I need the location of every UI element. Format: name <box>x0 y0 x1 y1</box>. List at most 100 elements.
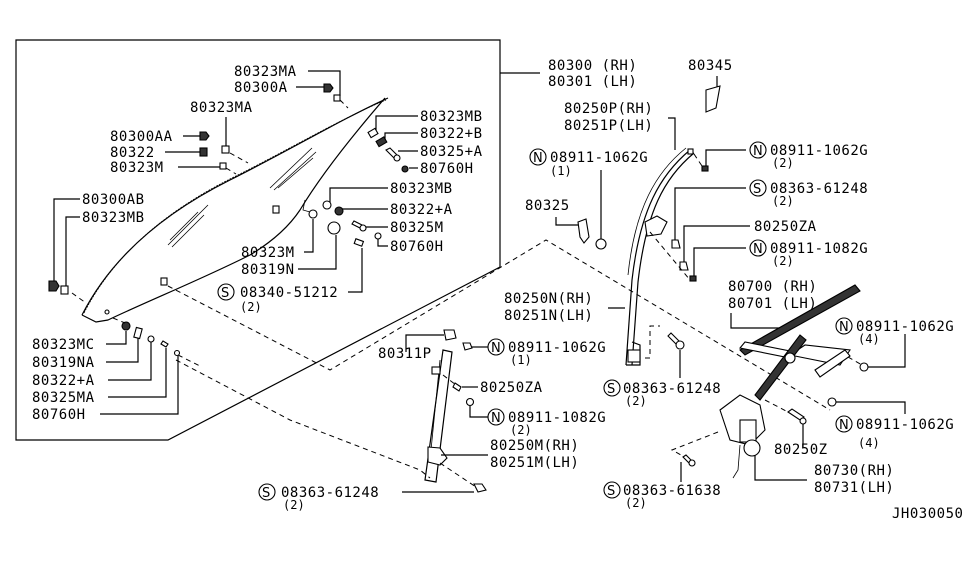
svg-text:(2): (2) <box>510 423 532 437</box>
leader <box>377 238 388 247</box>
rear-sash-channel <box>625 147 695 366</box>
leader <box>304 219 314 253</box>
svg-text:N: N <box>753 144 763 159</box>
svg-text:80250ZA: 80250ZA <box>480 380 543 396</box>
leader <box>106 331 127 345</box>
bolt-s08363-61248-bottom: S 08363-61248 (2) <box>258 462 487 512</box>
nut-n08911-1062G-1: N 08911-1062G (1) <box>529 148 648 250</box>
svg-text:80250Z: 80250Z <box>774 442 828 458</box>
label-80322A-bottom-left: 80322+A <box>32 373 95 389</box>
label-80250P: 80250P(RH) <box>564 101 653 117</box>
label-80251M: 80251M(LH) <box>490 455 579 471</box>
label-80760H-r2: 80760H <box>390 239 444 255</box>
svg-text:08911-1062G: 08911-1062G <box>856 319 954 335</box>
label-glass-rh: 80300 (RH) <box>548 58 637 74</box>
svg-text:08363-61248: 08363-61248 <box>623 381 721 397</box>
label-80322: 80322 <box>110 145 155 161</box>
svg-text:S: S <box>607 484 615 499</box>
label-80325MA: 80325MA <box>32 390 95 406</box>
label-80325A: 80325+A <box>420 144 483 160</box>
label-80323M-left: 80323M <box>110 160 164 176</box>
leader <box>106 338 139 363</box>
label-80311P: 80311P <box>378 346 432 362</box>
leader <box>308 70 341 96</box>
svg-text:N: N <box>753 242 763 257</box>
svg-text:(2): (2) <box>625 496 647 510</box>
nut-n08911-1062G-4b: N 08911-1062G (4) <box>827 397 954 450</box>
label-80251N: 80251N(LH) <box>504 308 593 324</box>
label-80319N: 80319N <box>241 262 295 278</box>
svg-text:N: N <box>491 411 501 426</box>
svg-text:(2): (2) <box>240 300 262 314</box>
nut-n08911-1062G-4a: N 08911-1062G (4) <box>835 317 954 372</box>
svg-text:08363-61638: 08363-61638 <box>623 483 721 499</box>
svg-text:N: N <box>839 418 849 433</box>
label-80323MA-top: 80323MA <box>234 64 297 80</box>
label-80323MB-left: 80323MB <box>82 210 145 226</box>
leader <box>65 216 80 286</box>
label-80300A: 80300A <box>234 80 288 96</box>
part-80325 <box>577 218 590 244</box>
glass-inset-frame <box>15 39 501 441</box>
clip-80300A <box>323 83 334 93</box>
leader <box>100 356 179 415</box>
svg-text:08363-61248: 08363-61248 <box>770 181 868 197</box>
label-80345: 80345 <box>688 58 733 74</box>
door-glass <box>81 97 389 323</box>
svg-text:80250ZA: 80250ZA <box>754 219 817 235</box>
label-80700: 80700 (RH) <box>728 279 817 295</box>
svg-text:(2): (2) <box>772 156 794 170</box>
svg-text:08340-51212: 08340-51212 <box>240 285 338 301</box>
window-regulator <box>719 284 861 479</box>
part-80345 <box>705 85 721 113</box>
label-80323M-center: 80323M <box>241 245 295 261</box>
svg-text:S: S <box>262 486 270 501</box>
svg-text:08911-1062G: 08911-1062G <box>770 143 868 159</box>
clip-80323MA <box>333 94 341 102</box>
bolt-s08363-61248-right: S 08363-61248 (2) <box>671 179 868 249</box>
label-80760H-r1: 80760H <box>420 161 474 177</box>
svg-text:08911-1062G: 08911-1062G <box>508 340 606 356</box>
svg-text:(1): (1) <box>550 164 572 178</box>
label-80250N: 80250N(RH) <box>504 291 593 307</box>
svg-text:(2): (2) <box>772 254 794 268</box>
leader <box>329 187 388 202</box>
nut-n08911-1062G-center: N 08911-1062G (1) <box>462 338 606 367</box>
leader <box>375 115 418 130</box>
leader <box>108 342 152 381</box>
svg-text:08911-1082G: 08911-1082G <box>508 410 606 426</box>
label-80323MA-mid: 80323MA <box>190 100 253 116</box>
label-80300AB: 80300AB <box>82 192 145 208</box>
label-80250ZA-right: 80250ZA <box>679 219 817 271</box>
label-80322A-r2: 80322+A <box>390 202 453 218</box>
label-glass-lh: 80301 (LH) <box>548 74 637 90</box>
label-80322B: 80322+B <box>420 126 483 142</box>
svg-text:S: S <box>221 286 229 301</box>
svg-text:08911-1062G: 08911-1062G <box>856 417 954 433</box>
label-80323MC: 80323MC <box>32 337 95 353</box>
leader <box>53 198 80 281</box>
label-80325M: 80325M <box>390 220 444 236</box>
svg-text:(2): (2) <box>283 498 305 512</box>
svg-text:S: S <box>753 182 761 197</box>
label-80760H-bottom-left: 80760H <box>32 407 86 423</box>
svg-text:N: N <box>839 320 849 335</box>
label-80730: 80730(RH) <box>814 463 894 479</box>
svg-text:(2): (2) <box>772 194 794 208</box>
label-80323MB-r2: 80323MB <box>390 181 453 197</box>
reference-code: JH030050 <box>892 506 963 522</box>
leader <box>298 235 337 270</box>
leader <box>384 132 418 140</box>
svg-text:08911-1082G: 08911-1082G <box>770 241 868 257</box>
part-80323M <box>308 209 318 219</box>
label-80250Z: 80250Z <box>764 399 828 458</box>
svg-text:(2): (2) <box>625 394 647 408</box>
part-80311P <box>443 329 457 341</box>
svg-text:(4): (4) <box>858 436 880 450</box>
bolt-s08363-61638: S 08363-61638 (2) <box>603 431 721 510</box>
svg-text:08911-1062G: 08911-1062G <box>550 150 648 166</box>
label-80731: 80731(LH) <box>814 480 894 496</box>
svg-text:08363-61248: 08363-61248 <box>281 485 379 501</box>
front-sash-channel <box>424 349 453 483</box>
